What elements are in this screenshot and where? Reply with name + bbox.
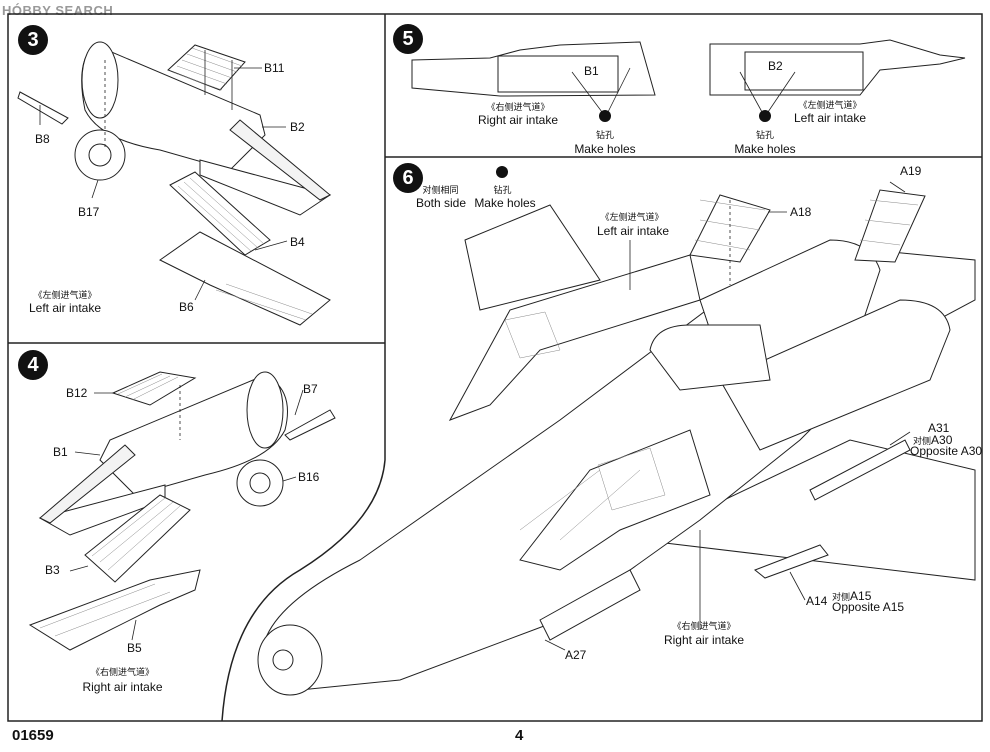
step-4-note-cn: 《右侧进气道》 — [90, 667, 154, 677]
step-3-note-en: Left air intake — [28, 301, 102, 315]
step-5-right-cn: 《左侧进气道》 — [798, 100, 862, 110]
step-4-number: 4 — [18, 350, 48, 380]
part-b3: B3 — [45, 563, 60, 577]
step-5-right-hole-cn: 钻孔 — [755, 130, 774, 140]
part-b12: B12 — [66, 386, 88, 400]
step-5-number: 5 — [393, 24, 423, 54]
step-5-right-hole-en: Make holes — [734, 142, 796, 156]
part-b7: B7 — [303, 382, 318, 396]
part-b6: B6 — [179, 300, 194, 314]
step-4-note-en: Right air intake — [82, 680, 163, 694]
step-5-left-hole-en: Make holes — [574, 142, 636, 156]
part-b16: B16 — [298, 470, 320, 484]
step-5-left-cn: 《右侧进气道》 — [486, 102, 550, 112]
step-6-left-en: Left air intake — [596, 224, 670, 238]
page-number: 4 — [515, 727, 524, 744]
step-6-both-cn: 对侧相同 — [422, 185, 459, 195]
part-a18: A18 — [790, 205, 812, 219]
part-a14: A14 — [806, 594, 828, 608]
part-b4: B4 — [290, 235, 305, 249]
step-6-both-en: Both side — [415, 196, 467, 210]
step-5-left-part: B1 — [584, 64, 599, 78]
part-a31-opposite-part: A30 — [931, 433, 953, 447]
part-a19: A19 — [900, 164, 922, 178]
part-b17: B17 — [78, 205, 100, 219]
product-code: 01659 — [12, 727, 54, 744]
step-6-right-cn: 《右侧进气道》 — [672, 621, 736, 631]
part-a14-opposite-cn: 对侧 — [832, 592, 851, 602]
step-5-right-en: Left air intake — [793, 111, 867, 125]
part-a14-opposite: 对侧A15 — [832, 589, 871, 603]
step-6-hole-en: Make holes — [474, 196, 536, 210]
part-a14-opposite-en: Opposite A15 — [832, 600, 905, 614]
part-b8: B8 — [35, 132, 50, 146]
part-b11: B11 — [264, 61, 285, 75]
step-6-hole-cn: 钻孔 — [493, 185, 512, 195]
step-5-left-hole-cn: 钻孔 — [595, 130, 614, 140]
step-5-right-part: B2 — [768, 59, 783, 73]
part-a31: A31 — [928, 421, 950, 435]
step-3-number: 3 — [18, 25, 48, 55]
step-6-right-en: Right air intake — [663, 633, 745, 647]
part-a31-opposite-cn: 对侧 — [913, 436, 932, 446]
step-5-left-en: Right air intake — [477, 113, 559, 127]
step-3-note-cn: 《左侧进气道》 — [33, 290, 97, 300]
step-6-left-cn: 《左侧进气道》 — [600, 212, 664, 222]
part-b1: B1 — [53, 445, 68, 459]
part-b5: B5 — [127, 641, 142, 655]
part-a14-opposite-part: A15 — [850, 589, 872, 603]
part-a31-opposite: 对侧A30 — [913, 433, 952, 447]
part-b2: B2 — [290, 120, 305, 134]
part-a27: A27 — [565, 648, 587, 662]
step-6-number: 6 — [393, 163, 423, 193]
part-a31-opposite-en: Opposite A30 — [910, 444, 983, 458]
